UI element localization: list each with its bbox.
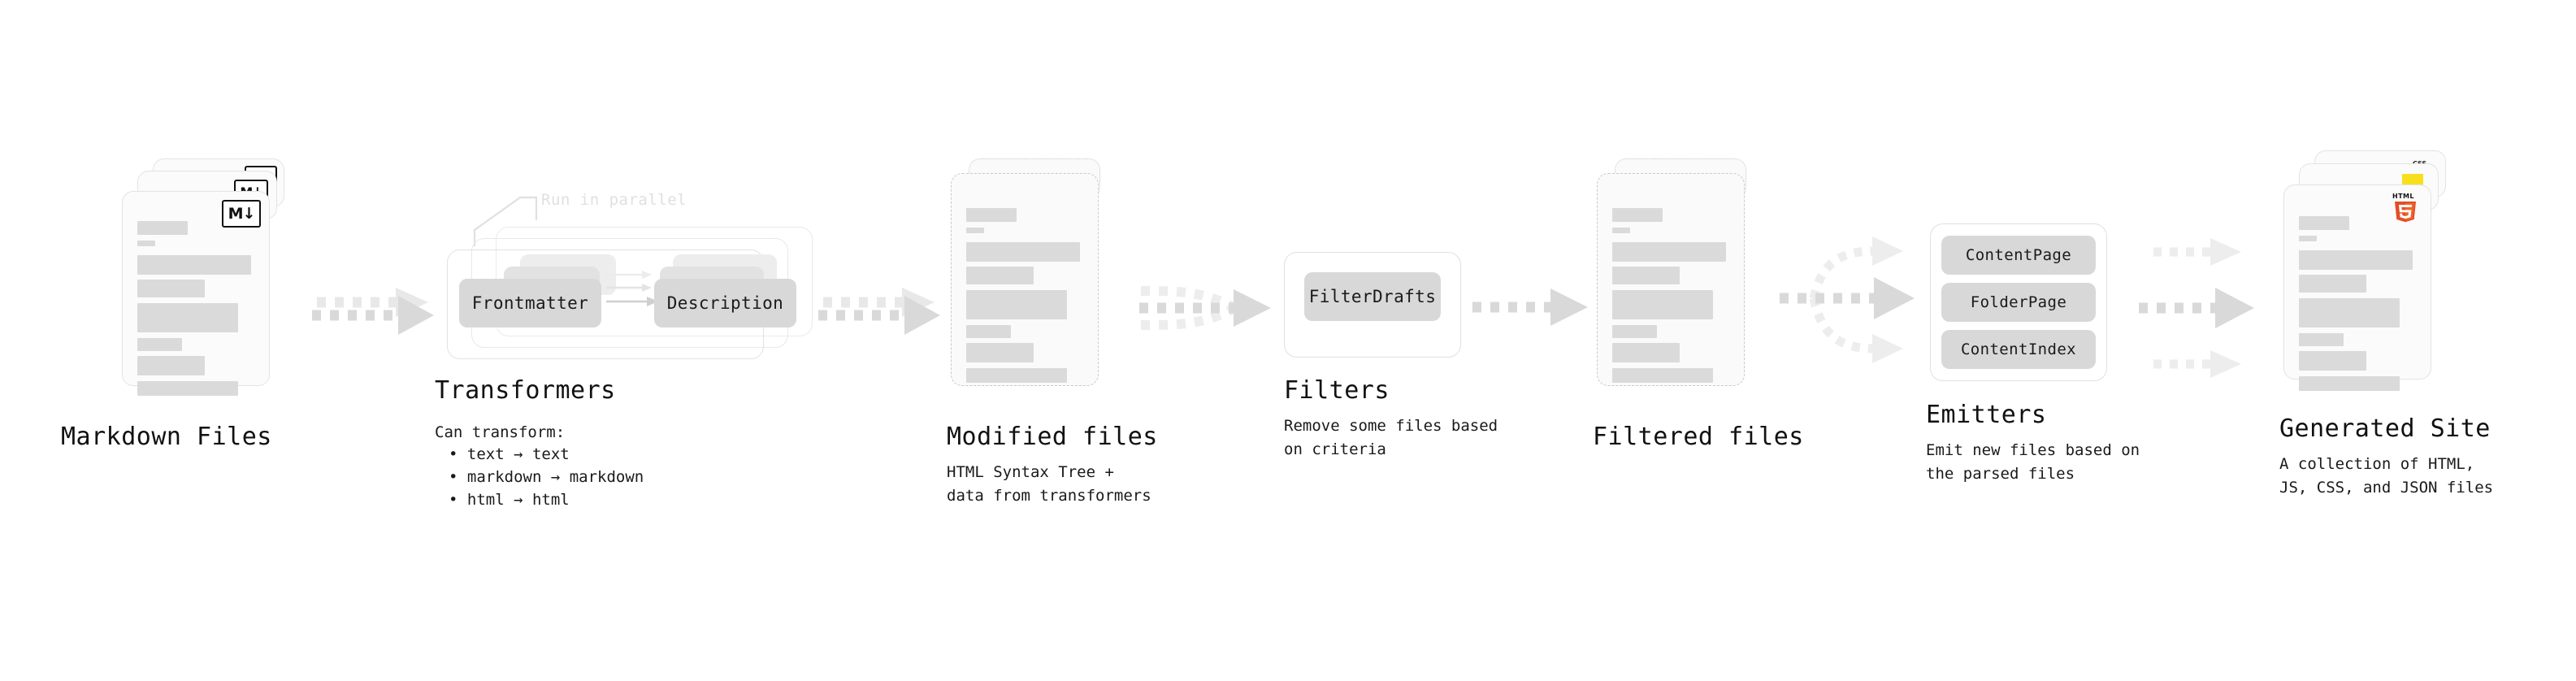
arrow-markdown-to-transformers: [312, 288, 434, 335]
emitter-pill-folderpage-label: FolderPage: [1970, 293, 2067, 311]
filters-group-box: [1284, 252, 1461, 358]
stage-subtitle-emitters: Emit new files based on the parsed files: [1926, 441, 2140, 483]
skeleton-bar: [137, 303, 238, 332]
html5-icon: HTML: [2392, 193, 2416, 223]
run-in-parallel-bracket: [473, 196, 538, 246]
filtered-card-front: [1597, 173, 1745, 386]
skeleton-bar: [2299, 376, 2400, 391]
skeleton-bar: [966, 267, 1034, 284]
markdown-badge-front: M↓: [222, 200, 261, 228]
stage-emitters: ContentPage FolderPage ContentIndex Emit…: [1926, 223, 2158, 500]
skeleton-bar: [2299, 236, 2317, 241]
filter-pill-filterdrafts[interactable]: FilterDrafts: [1304, 272, 1441, 321]
svg-text:HTML: HTML: [2392, 193, 2414, 200]
arrow-modified-to-filters: [1139, 286, 1271, 330]
skeleton-bar: [2299, 298, 2400, 327]
modified-card-front: [951, 173, 1099, 386]
stage-markdown-files: M↓ M↓ M↓: [61, 158, 317, 451]
transformers-bullet-2: • html → html: [449, 491, 570, 509]
skeleton-bar: [137, 280, 205, 297]
transformer-pill-frontmatter[interactable]: Frontmatter: [459, 279, 601, 327]
skeleton-bar: [2299, 351, 2366, 371]
skeleton-bar: [1612, 267, 1680, 284]
generated-card-html: HTML: [2283, 184, 2431, 391]
transformer-pill-description[interactable]: Description: [654, 279, 796, 327]
skeleton-bar: [1612, 242, 1726, 262]
skeleton-bar: [137, 356, 205, 375]
stage-filters: FilterDrafts Filters Remove some files b…: [1284, 252, 1498, 496]
transformer-inner-arrows: [606, 271, 658, 306]
stage-title-generated-site: Generated Site: [2279, 414, 2491, 443]
stage-subtitle-filters: Remove some files based on criteria: [1284, 417, 1498, 458]
emitters-group-box: [1930, 223, 2107, 381]
stage-title-filtered-files: Filtered files: [1593, 423, 1804, 451]
emitter-pill-contentpage-label: ContentPage: [1965, 246, 2072, 264]
skeleton-bar: [137, 381, 238, 396]
skeleton-bar: [2299, 216, 2349, 230]
skeleton-bar: [966, 368, 1067, 383]
skeleton-bar: [966, 325, 1011, 338]
skeleton-bar: [966, 290, 1067, 319]
skeleton-bar: [966, 343, 1034, 362]
emitter-pill-folderpage[interactable]: FolderPage: [1941, 283, 2096, 322]
skeleton-bar: [137, 338, 182, 351]
filter-pill-filterdrafts-label: FilterDrafts: [1308, 287, 1437, 306]
emitter-pill-contentpage[interactable]: ContentPage: [1941, 236, 2096, 275]
skeleton-bar: [2299, 275, 2366, 293]
transformers-bullet-0: • text → text: [449, 445, 570, 463]
skeleton-bar: [137, 221, 188, 235]
skeleton-bar: [1612, 343, 1680, 362]
markdown-badge-glyph: M↓: [228, 205, 256, 223]
skeleton-bar: [1612, 368, 1713, 383]
stage-title-filters: Filters: [1284, 376, 1390, 405]
emitter-pill-contentindex[interactable]: ContentIndex: [1941, 330, 2096, 369]
stage-title-markdown-files: Markdown Files: [61, 423, 272, 451]
skeleton-bar: [2299, 250, 2413, 270]
transformer-pill-frontmatter-label: Frontmatter: [471, 293, 589, 313]
arrow-filters-to-filtered: [1472, 288, 1588, 326]
skeleton-bar: [2299, 333, 2344, 346]
skeleton-bar: [1612, 325, 1657, 338]
transformers-bullet-1: • markdown → markdown: [449, 468, 644, 486]
arrow-filtered-to-emitters: [1780, 236, 1915, 363]
arrow-emitters-to-generated: [2139, 238, 2254, 378]
skeleton-bar: [1612, 290, 1713, 319]
skeleton-bar: [966, 228, 984, 233]
emitter-pill-contentindex-label: ContentIndex: [1960, 340, 2077, 358]
transformer-pill-description-label: Description: [666, 293, 784, 313]
markdown-card-front: M↓: [122, 191, 270, 396]
skeleton-bar: [966, 208, 1017, 222]
stage-title-modified-files: Modified files: [947, 423, 1158, 451]
stage-filtered-files: Filtered files: [1593, 158, 1808, 451]
stage-generated-site: CSS HTML: [2279, 150, 2527, 497]
stage-transformers: Run in parallel Frontmatter Description …: [435, 191, 861, 509]
transformers-subtitle-heading: Can transform:: [435, 423, 566, 441]
stage-title-transformers: Transformers: [435, 376, 616, 405]
skeleton-bar: [137, 255, 251, 275]
run-in-parallel-label: Run in parallel: [541, 191, 687, 209]
skeleton-bar: [1612, 228, 1630, 233]
stage-modified-files: Modified files HTML Syntax Tree + data f…: [947, 158, 1162, 505]
stage-subtitle-modified-files: HTML Syntax Tree + data from transformer…: [947, 463, 1151, 505]
skeleton-bar: [966, 242, 1080, 262]
skeleton-bar: [1612, 208, 1663, 222]
arrow-transformers-to-modified: [818, 288, 940, 335]
skeleton-bar: [137, 241, 155, 246]
stage-title-emitters: Emitters: [1926, 401, 2047, 429]
stage-subtitle-generated-site: A collection of HTML, JS, CSS, and JSON …: [2279, 455, 2494, 497]
